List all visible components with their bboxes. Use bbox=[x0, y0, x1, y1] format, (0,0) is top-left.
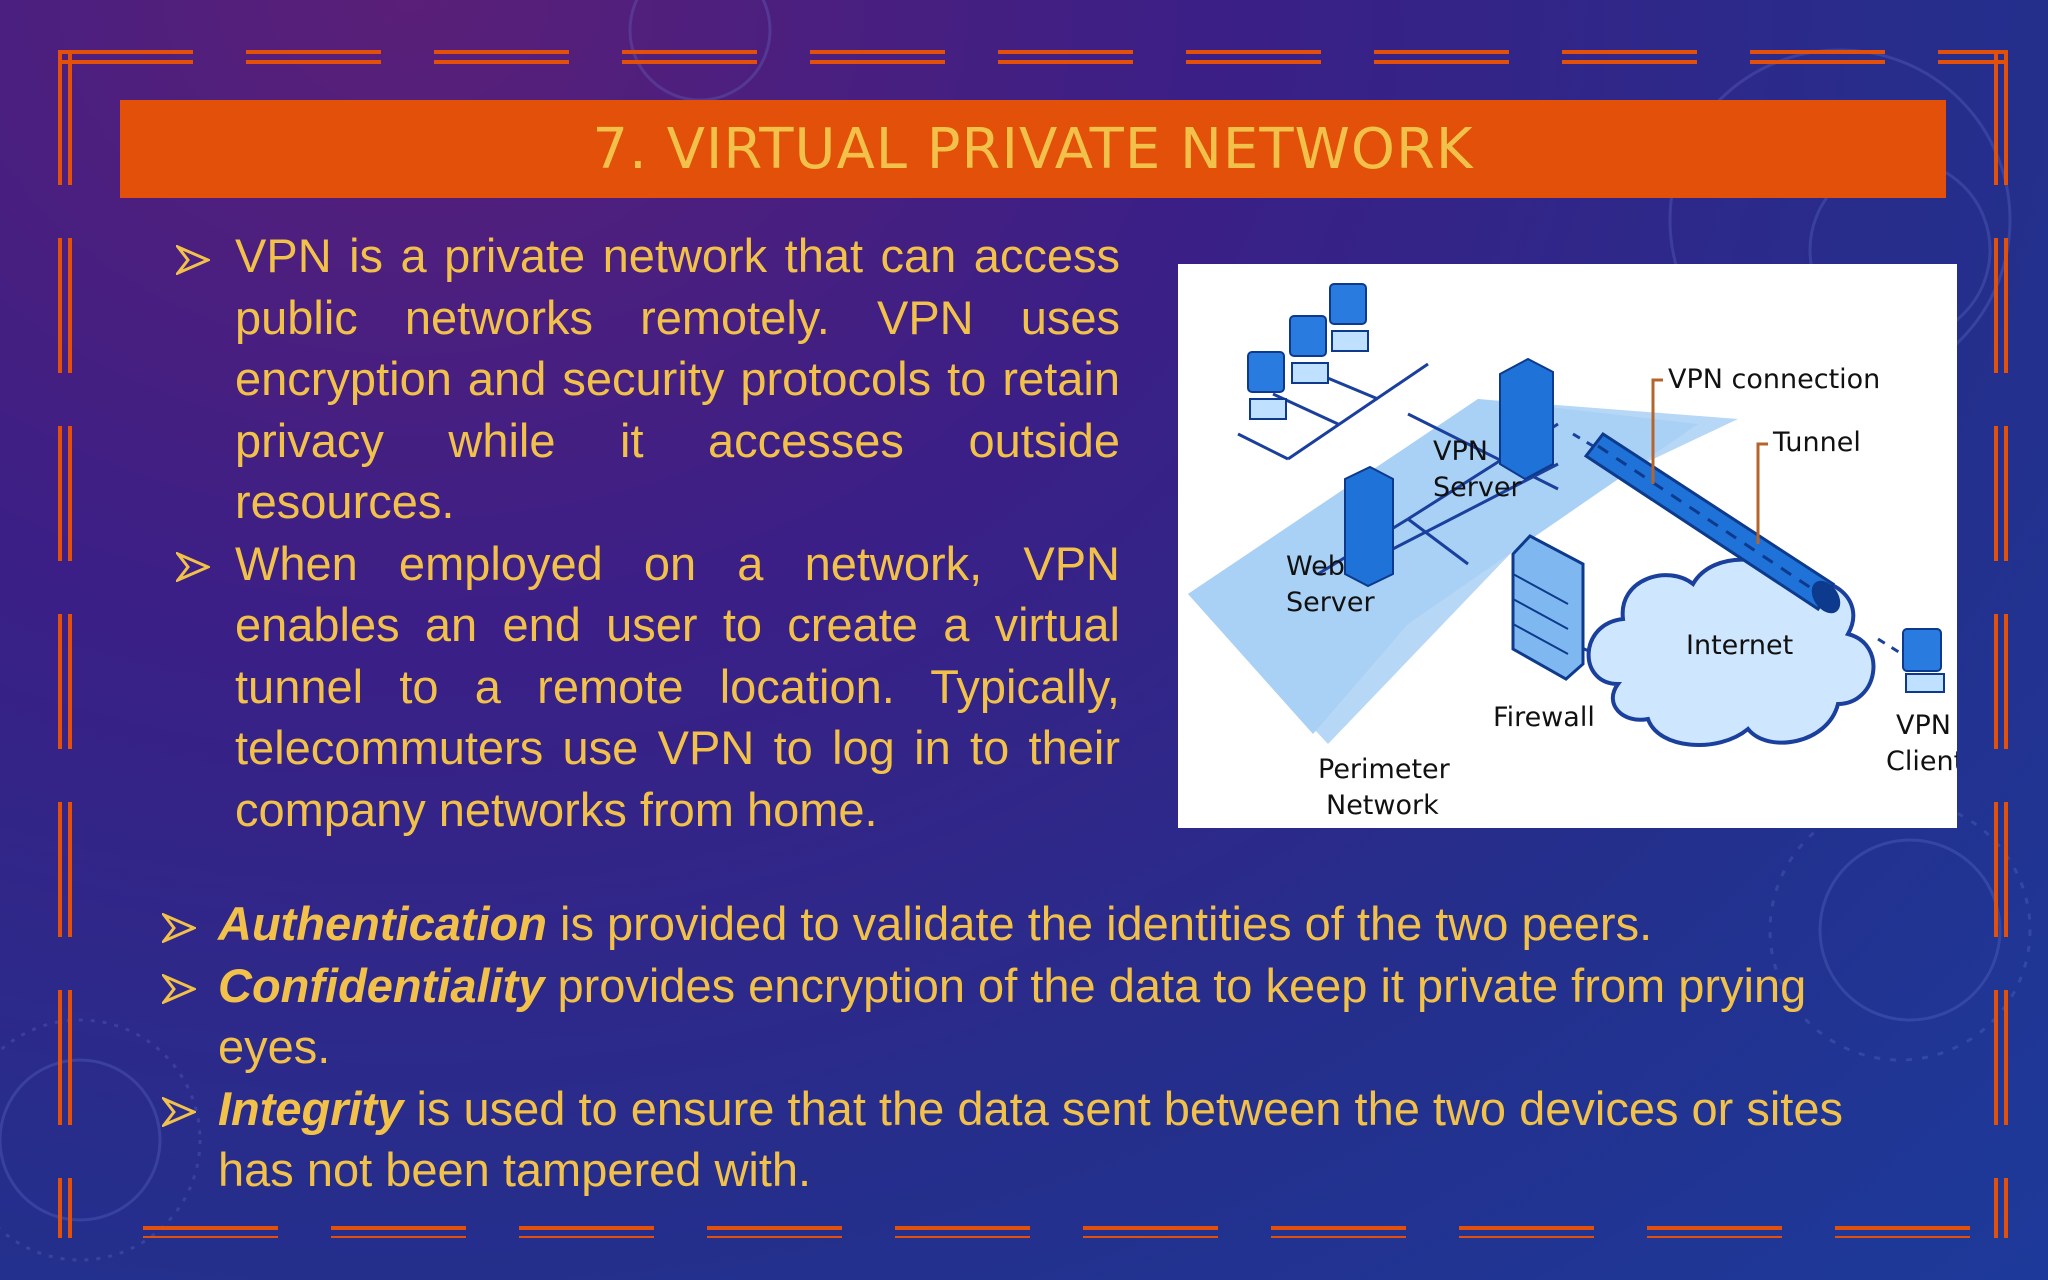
diagram-label-perimeter-2: Network bbox=[1326, 790, 1439, 821]
diagram-label-vpn-client-1: VPN bbox=[1896, 710, 1951, 741]
tunnel-icon bbox=[1583, 431, 1841, 614]
diagram-label-tunnel: Tunnel bbox=[1772, 427, 1861, 458]
diagram-label-web-server-1: Web bbox=[1286, 551, 1345, 582]
diagram-label-vpn-server-1: VPN bbox=[1433, 436, 1488, 467]
bullet-term: Confidentiality bbox=[218, 958, 545, 1012]
bullet-rest: is used to ensure that the data sent bet… bbox=[218, 1081, 1844, 1197]
bullet-term: Integrity bbox=[218, 1081, 404, 1135]
diagram-label-vpn-server-2: Server bbox=[1433, 472, 1522, 503]
bullet-arrow-icon bbox=[140, 1078, 218, 1201]
diagram-label-firewall: Firewall bbox=[1493, 702, 1595, 733]
bullet-rest: is provided to validate the identities o… bbox=[546, 897, 1653, 950]
slide-frame bbox=[58, 50, 2008, 1238]
list-item: Integrity is used to ensure that the dat… bbox=[140, 1078, 1880, 1201]
vpn-diagram: VPN connection Tunnel VPN Server Web Ser… bbox=[1178, 264, 1964, 828]
bottom-bullet-list: Authentication is provided to validate t… bbox=[140, 893, 1880, 1201]
server-icon bbox=[1344, 357, 1554, 588]
bullet-text: When employed on a network, VPN enables … bbox=[235, 536, 1120, 836]
diagram-label-vpn-connection: VPN connection bbox=[1668, 364, 1880, 395]
bullet-arrow-icon bbox=[140, 893, 218, 955]
top-bullet-list: VPN is a private network that can access… bbox=[150, 225, 1120, 840]
bullet-rest: provides encryption of the data to keep … bbox=[218, 958, 1807, 1074]
bullet-term: Authentication bbox=[218, 897, 547, 950]
bullet-text: Confidentiality provides encryption of t… bbox=[218, 955, 1880, 1078]
bullet-arrow-icon bbox=[140, 955, 218, 1078]
bullet-text: Integrity is used to ensure that the dat… bbox=[218, 1078, 1880, 1201]
title-bar: 7. VIRTUAL PRIVATE NETWORK bbox=[120, 100, 1946, 198]
cloud-icon bbox=[1586, 557, 1876, 747]
diagram-label-web-server-2: Server bbox=[1286, 587, 1375, 618]
bullet-arrow-icon bbox=[150, 533, 235, 841]
diagram-label-vpn-client-2: Client bbox=[1886, 746, 1957, 777]
diagram-label-perimeter-1: Perimeter bbox=[1318, 754, 1451, 785]
bullet-arrow-icon bbox=[150, 225, 235, 533]
list-item: VPN is a private network that can access… bbox=[150, 225, 1120, 533]
firewall-icon bbox=[1511, 534, 1585, 681]
list-item: When employed on a network, VPN enables … bbox=[150, 533, 1120, 841]
slide-title: 7. VIRTUAL PRIVATE NETWORK bbox=[592, 116, 1474, 182]
list-item: Confidentiality provides encryption of t… bbox=[140, 955, 1880, 1078]
list-item: Authentication is provided to validate t… bbox=[140, 893, 1880, 955]
computer-icon bbox=[1247, 283, 1945, 693]
bullet-text: Authentication is provided to validate t… bbox=[218, 893, 1652, 955]
diagram-label-internet: Internet bbox=[1686, 630, 1793, 661]
bullet-text: VPN is a private network that can access… bbox=[235, 229, 1120, 528]
